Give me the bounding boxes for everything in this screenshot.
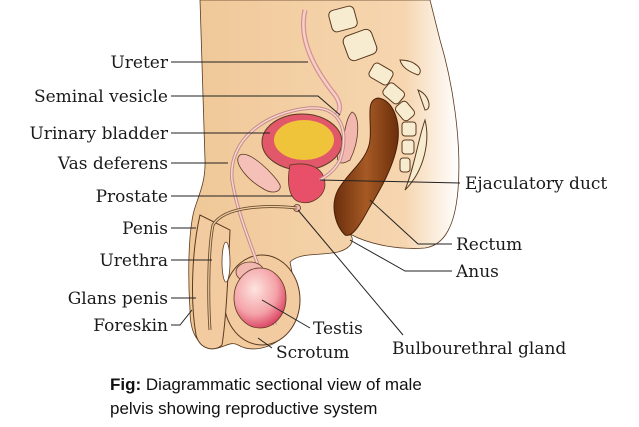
label-testis: Testis xyxy=(313,319,363,339)
prostate-shape xyxy=(288,163,326,204)
label-rectum: Rectum xyxy=(456,235,522,255)
label-ureter: Ureter xyxy=(110,53,168,73)
vertebrae xyxy=(328,5,430,191)
pubic-bone xyxy=(237,154,281,193)
caption-prefix: Fig: xyxy=(110,375,142,394)
urethra-lumen xyxy=(221,241,231,283)
label-seminal-vesicle: Seminal vesicle xyxy=(34,87,168,107)
label-urinary-bladder: Urinary bladder xyxy=(29,124,168,144)
caption-text: Diagrammatic sectional view of male pelv… xyxy=(110,375,422,418)
label-glans-penis: Glans penis xyxy=(68,289,168,309)
figure-caption: Fig: Diagrammatic sectional view of male… xyxy=(110,373,440,421)
label-anus: Anus xyxy=(455,262,499,282)
rectum-shape xyxy=(333,97,399,236)
label-scrotum: Scrotum xyxy=(276,343,349,363)
label-penis: Penis xyxy=(122,219,168,239)
testis-shape xyxy=(233,267,287,329)
leader-lines xyxy=(171,61,461,349)
label-foreskin: Foreskin xyxy=(93,316,168,336)
penis-shape xyxy=(192,214,231,350)
label-bulbourethral-gland: Bulbourethral gland xyxy=(392,339,566,359)
label-urethra: Urethra xyxy=(99,251,168,271)
label-prostate: Prostate xyxy=(96,187,168,207)
label-ejaculatory-duct: Ejaculatory duct xyxy=(465,174,607,194)
label-vas-deferens: Vas deferens xyxy=(57,154,168,174)
